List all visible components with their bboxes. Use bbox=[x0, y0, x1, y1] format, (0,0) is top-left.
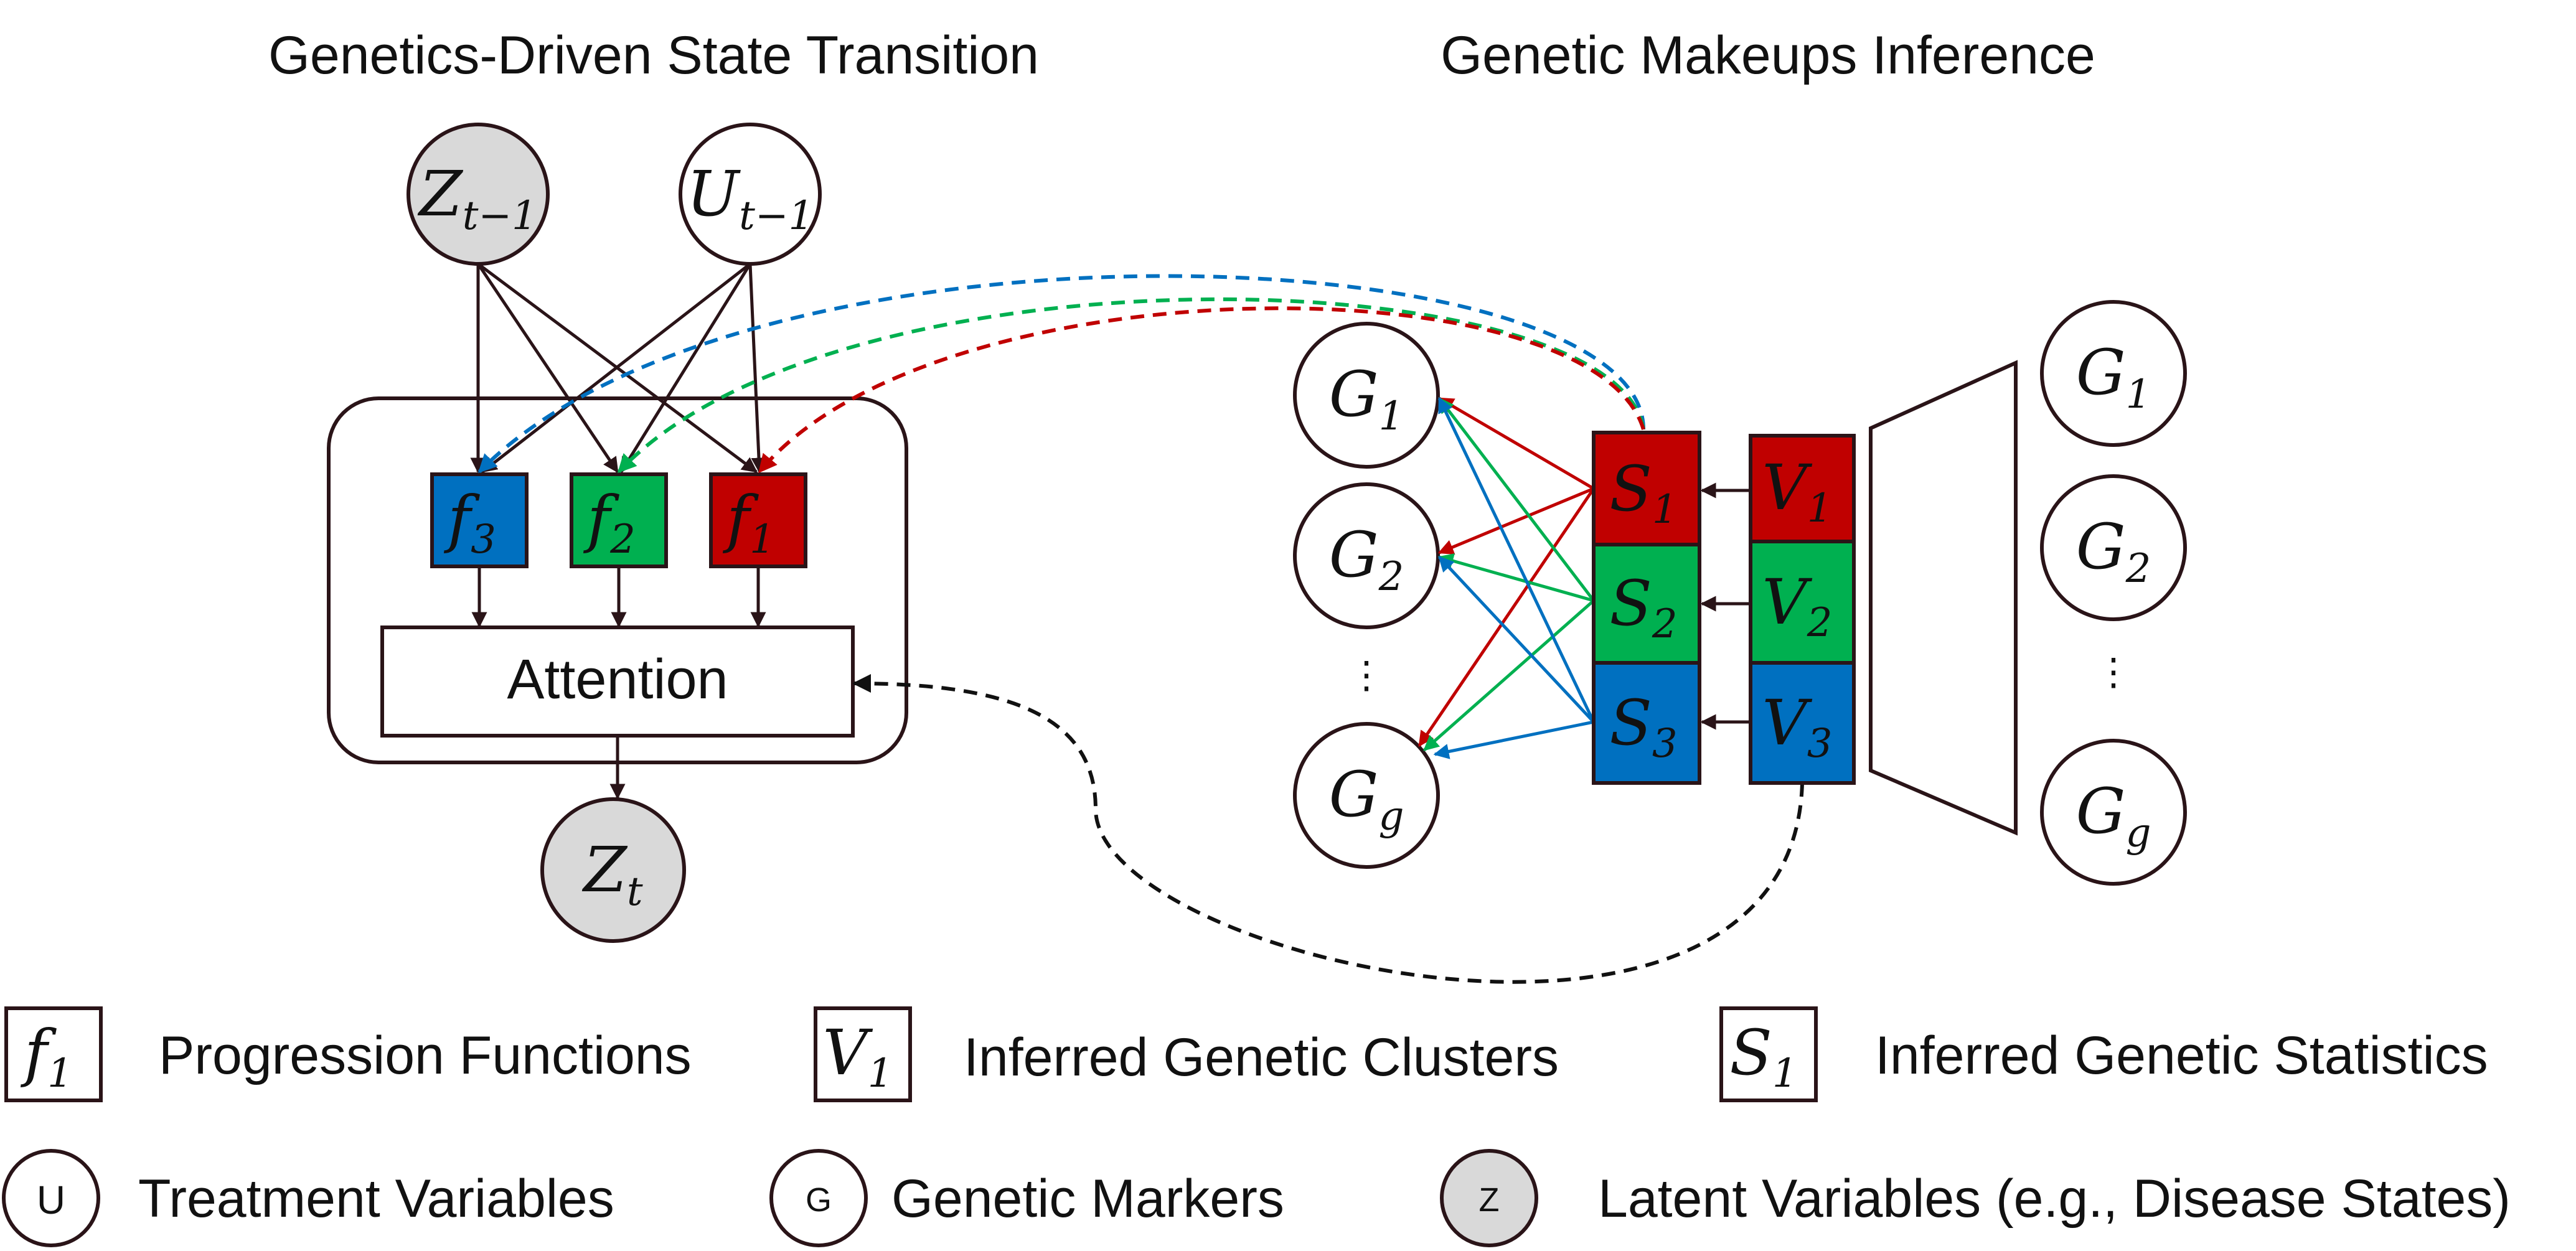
svg-text:G1: G1 bbox=[1329, 358, 1404, 439]
s-2: S2 bbox=[1592, 543, 1701, 665]
g-right-1: G1 bbox=[2040, 300, 2187, 447]
g-right-ellipsis: ⋮ bbox=[2095, 651, 2132, 693]
svg-text:S1: S1 bbox=[1729, 1016, 1797, 1097]
svg-text:Inferred Genetic Clusters: Inferred Genetic Clusters bbox=[964, 1028, 1559, 1087]
svg-text:Z: Z bbox=[1479, 1181, 1500, 1219]
dashed-s1-to-f1 bbox=[758, 306, 1645, 474]
svg-text:Latent Variables (e.g., Diseas: Latent Variables (e.g., Disease States) bbox=[1598, 1169, 2511, 1229]
edges-to-attention bbox=[471, 566, 766, 628]
node-z-prev: Zt−1 bbox=[407, 123, 550, 266]
edges-to-functions bbox=[470, 262, 767, 474]
svg-text:Ut−1: Ut−1 bbox=[687, 157, 814, 239]
svg-text:Gg: Gg bbox=[1329, 758, 1404, 840]
g-left-2: G2 bbox=[1293, 482, 1440, 629]
left-panel: Zt−1 Ut−1 f3 f2 f1 bbox=[327, 123, 908, 943]
dashed-s1-to-f3 bbox=[477, 274, 1645, 474]
v-2: V2 bbox=[1749, 540, 1856, 665]
attention-box: Attention bbox=[380, 626, 855, 738]
encoder-trapezoid bbox=[1869, 360, 2018, 836]
svg-text:Gg: Gg bbox=[2076, 775, 2151, 856]
svg-text:G2: G2 bbox=[1329, 518, 1404, 600]
svg-text:V1: V1 bbox=[823, 1016, 893, 1097]
v-3: V3 bbox=[1749, 661, 1856, 785]
svg-text:f1: f1 bbox=[20, 1016, 73, 1097]
svg-text:Genetic Markers: Genetic Markers bbox=[891, 1169, 1284, 1229]
svg-text:f3: f3 bbox=[443, 482, 496, 563]
legend-genetic-clusters: V1 Inferred Genetic Clusters bbox=[814, 1006, 1559, 1102]
node-z-t: Zt bbox=[540, 797, 686, 943]
title-right: Genetic Makeups Inference bbox=[1441, 26, 2095, 85]
g-right-2: G2 bbox=[2040, 474, 2187, 621]
s-1: S1 bbox=[1592, 431, 1701, 546]
s-3: S3 bbox=[1592, 661, 1701, 785]
svg-text:G2: G2 bbox=[2076, 510, 2151, 592]
g-left-g: Gg bbox=[1293, 722, 1440, 869]
svg-text:S2: S2 bbox=[1609, 567, 1677, 647]
v-1: V1 bbox=[1749, 434, 1856, 543]
title-left: Genetics-Driven State Transition bbox=[268, 26, 1039, 85]
legend-latent-variables: Z Latent Variables (e.g., Disease States… bbox=[1440, 1149, 2511, 1247]
svg-text:Inferred Genetic Statistics: Inferred Genetic Statistics bbox=[1875, 1026, 2488, 1085]
legend-progression-functions: f1 Progression Functions bbox=[4, 1006, 692, 1102]
v-to-s-edges bbox=[1700, 482, 1749, 730]
legend: f1 Progression Functions V1 Inferred Gen… bbox=[2, 1006, 2511, 1247]
svg-text:Zt−1: Zt−1 bbox=[417, 157, 537, 239]
right-panel: G1 G2 ⋮ Gg S1 S2 bbox=[1293, 300, 2187, 886]
g-left-1: G1 bbox=[1293, 322, 1440, 469]
dashed-v3-to-attention bbox=[852, 674, 1804, 984]
svg-text:G1: G1 bbox=[2076, 336, 2151, 418]
svg-text:V1: V1 bbox=[1762, 451, 1833, 532]
g-right-g: Gg bbox=[2040, 739, 2187, 886]
s-to-g-edges bbox=[1417, 396, 1596, 759]
svg-text:f1: f1 bbox=[722, 482, 775, 563]
legend-genetic-markers: G Genetic Markers bbox=[769, 1149, 1284, 1247]
legend-genetic-statistics: S1 Inferred Genetic Statistics bbox=[1719, 1006, 2488, 1102]
svg-text:Zt: Zt bbox=[581, 833, 642, 915]
svg-text:Treatment Variables: Treatment Variables bbox=[138, 1169, 614, 1229]
svg-text:Progression Functions: Progression Functions bbox=[159, 1026, 692, 1085]
svg-text:V3: V3 bbox=[1762, 686, 1833, 767]
function-f3: f3 bbox=[430, 472, 529, 568]
svg-text:V2: V2 bbox=[1762, 566, 1833, 646]
legend-treatment-variables: U Treatment Variables bbox=[2, 1149, 614, 1247]
dashed-s1-to-f2 bbox=[617, 298, 1645, 474]
node-u-prev: Ut−1 bbox=[679, 123, 822, 266]
g-left-ellipsis: ⋮ bbox=[1348, 654, 1385, 696]
function-f2: f2 bbox=[570, 472, 668, 568]
function-f1: f1 bbox=[709, 472, 807, 568]
dashed-connections bbox=[477, 274, 1804, 984]
svg-text:U: U bbox=[37, 1178, 65, 1222]
svg-text:S3: S3 bbox=[1609, 686, 1677, 767]
svg-text:S1: S1 bbox=[1609, 452, 1677, 533]
svg-text:Attention: Attention bbox=[507, 649, 728, 711]
svg-text:G: G bbox=[806, 1181, 832, 1219]
